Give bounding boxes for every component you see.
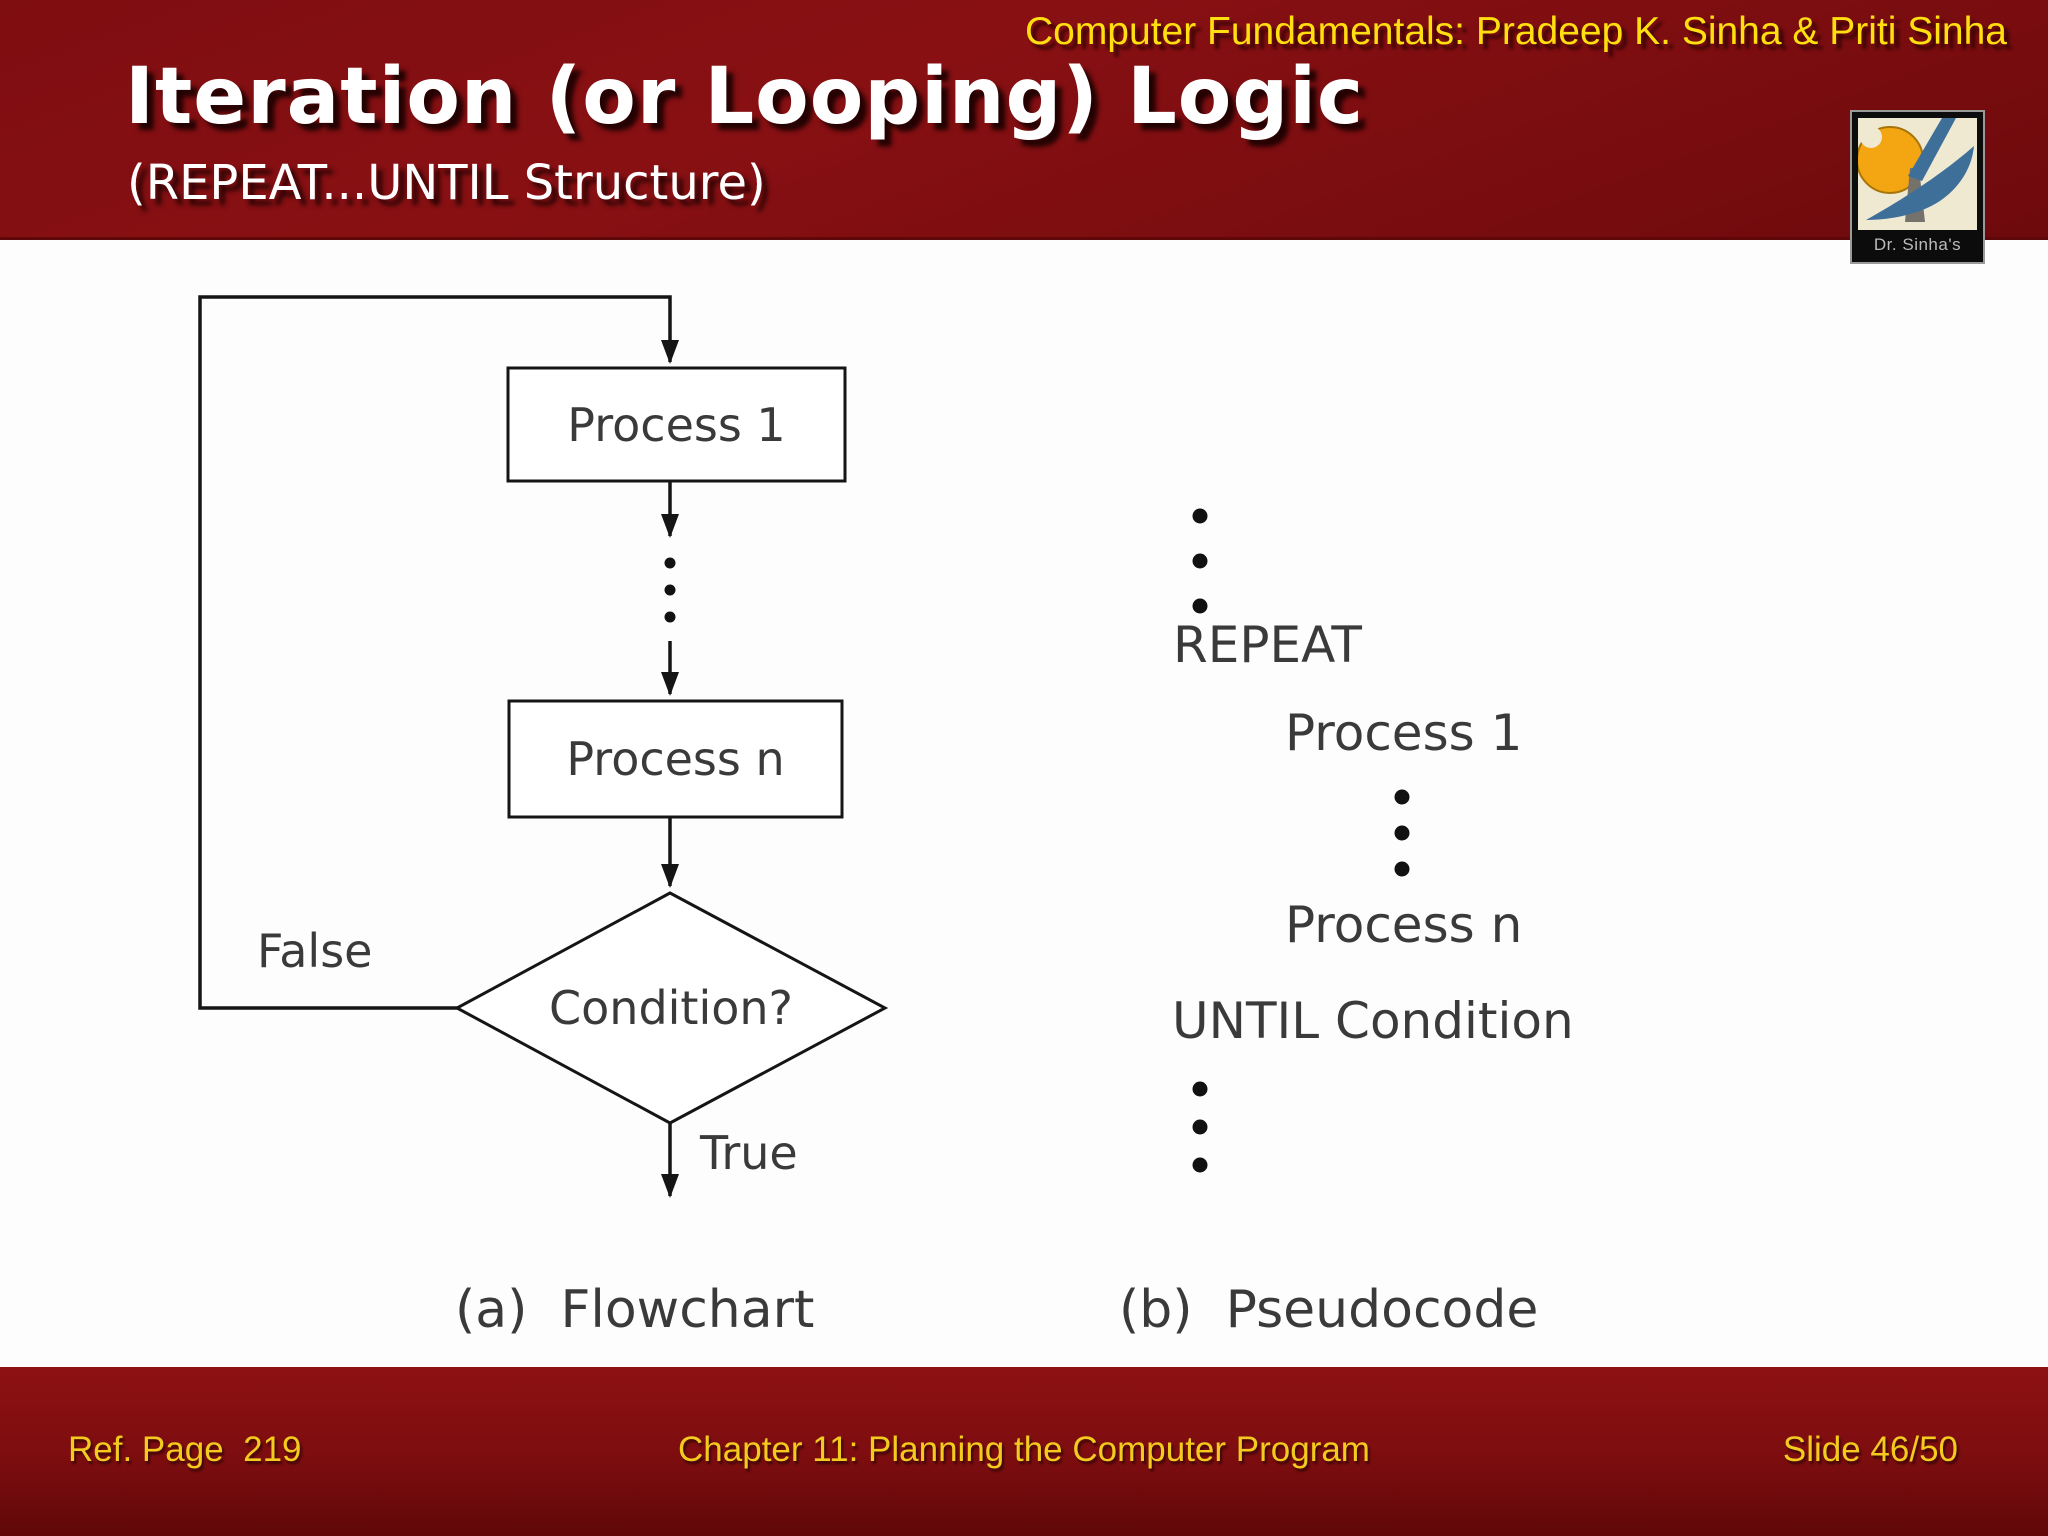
pseudocode-caption: (b) Pseudocode — [1119, 1280, 1539, 1340]
header-band: Computer Fundamentals: Pradeep K. Sinha … — [0, 0, 2048, 240]
footer-chapter: Chapter 11: Planning the Computer Progra… — [678, 1430, 1370, 1469]
process1-box — [506, 366, 847, 483]
true-branch-label: True — [700, 1126, 798, 1180]
ellipsis-dots-pseudocode-top — [1192, 508, 1208, 614]
false-branch-label: False — [257, 924, 373, 978]
ellipsis-dots-flowchart — [664, 557, 676, 623]
footer-band: Ref. Page 219 Chapter 11: Planning the C… — [0, 1367, 2048, 1536]
page-title: Iteration (or Looping) Logic — [125, 52, 1365, 142]
pseudocode-until: UNTIL Condition — [1172, 992, 1574, 1050]
footer-ref-page: Ref. Page 219 — [68, 1430, 302, 1469]
dr-sinhas-logo: Dr. Sinha's — [1850, 110, 1985, 264]
pseudocode-process1: Process 1 — [1285, 704, 1523, 762]
flowchart-caption: (a) Flowchart — [455, 1280, 815, 1340]
footer-slide-number: Slide 46/50 — [1782, 1430, 1958, 1469]
logo-art-icon — [1858, 118, 1974, 222]
logo-swoosh-shape — [1866, 146, 1974, 220]
ellipsis-dots-pseudocode-bottom — [1192, 1081, 1208, 1173]
processn-box — [507, 699, 844, 819]
ellipsis-dots-pseudocode-middle — [1394, 789, 1410, 877]
book-watermark: Computer Fundamentals: Pradeep K. Sinha … — [1024, 10, 2007, 53]
pseudocode-processn: Process n — [1285, 896, 1523, 954]
page-subtitle: (REPEAT...UNTIL Structure) — [127, 155, 766, 211]
logo-artwork — [1858, 118, 1977, 230]
processn-label: Process n — [566, 732, 785, 786]
logo-caption: Dr. Sinha's — [1873, 235, 1962, 254]
logo-blade-shape — [1908, 118, 1956, 181]
loopback-connector — [198, 295, 679, 1010]
logo-sun-notch — [1860, 126, 1882, 148]
pseudocode-repeat: REPEAT — [1173, 616, 1362, 674]
condition-label: Condition? — [549, 981, 793, 1035]
process1-label: Process 1 — [567, 397, 786, 452]
